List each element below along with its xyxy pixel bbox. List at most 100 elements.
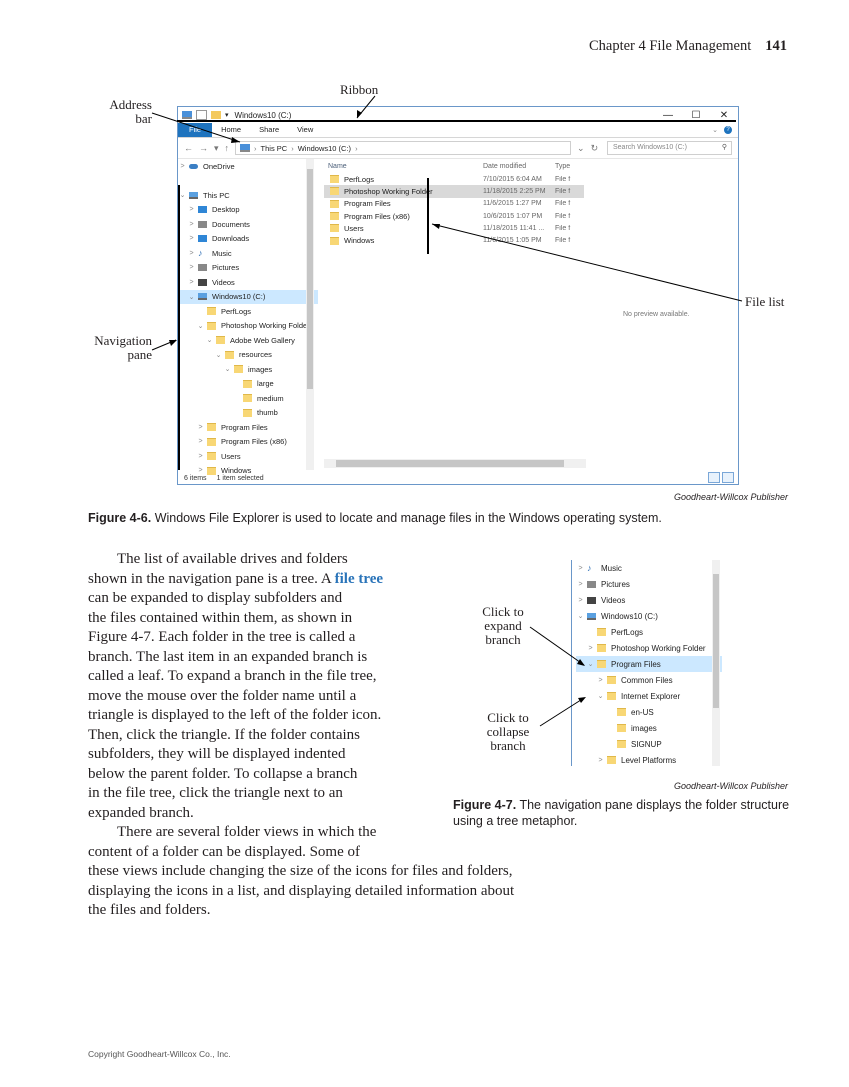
nav-item[interactable]: ⌄Adobe Web Gallery xyxy=(178,333,318,348)
navigation-scrollbar[interactable] xyxy=(306,159,314,470)
tree-item[interactable]: >Pictures xyxy=(576,576,722,592)
chevron-right-icon[interactable]: > xyxy=(578,564,583,572)
close-button[interactable]: ✕ xyxy=(719,109,729,121)
refresh-icon[interactable]: ↻ xyxy=(590,142,599,153)
tree-item[interactable]: ⌄Windows10 (C:) xyxy=(576,608,722,624)
nav-item[interactable]: ⌄images xyxy=(178,362,318,377)
ribbon-expand-icon[interactable]: ⌄ xyxy=(712,127,718,134)
chevron-right-icon[interactable]: > xyxy=(588,644,593,652)
chevron-down-icon[interactable]: ⌄ xyxy=(577,613,584,620)
scrollbar-thumb[interactable] xyxy=(307,169,313,389)
tree-item[interactable]: en-US xyxy=(576,704,722,720)
nav-item[interactable]: >OneDrive xyxy=(178,159,318,174)
tree-item[interactable]: >♪Music xyxy=(576,560,722,576)
chevron-right-icon[interactable]: > xyxy=(189,264,194,272)
back-icon[interactable]: ← xyxy=(184,143,193,153)
tab-view[interactable]: View xyxy=(297,125,314,134)
column-type[interactable]: Type xyxy=(555,162,571,170)
nav-item[interactable]: ⌄resources xyxy=(178,348,318,363)
tree-item[interactable]: >Level Platforms xyxy=(576,752,722,766)
maximize-button[interactable]: ☐ xyxy=(691,109,701,121)
chevron-right-icon[interactable]: > xyxy=(598,756,603,764)
recent-locations-icon[interactable]: ▾ xyxy=(214,142,219,153)
address-dropdown-icon[interactable]: ⌄ xyxy=(577,142,585,153)
nav-item[interactable]: >Users xyxy=(178,449,318,464)
tab-file[interactable]: File xyxy=(178,123,213,137)
column-date-modified[interactable]: Date modified xyxy=(483,162,527,170)
search-input[interactable]: Search Windows10 (C:) ⚲ xyxy=(607,141,732,155)
minimize-button[interactable]: — xyxy=(663,109,673,121)
nav-item[interactable]: ⌄This PC xyxy=(178,188,318,203)
tree-item[interactable]: ⌄Program Files xyxy=(576,656,722,672)
nav-item[interactable]: large xyxy=(178,377,318,392)
nav-item[interactable]: thumb xyxy=(178,406,318,421)
tab-share[interactable]: Share xyxy=(259,125,280,134)
help-icon[interactable]: ? xyxy=(724,126,732,134)
chevron-right-icon[interactable]: > xyxy=(198,423,203,431)
scrollbar-thumb[interactable] xyxy=(713,574,719,708)
up-icon[interactable]: ↑ xyxy=(224,143,230,153)
properties-icon[interactable] xyxy=(196,110,207,120)
chevron-down-icon[interactable]: ⌄ xyxy=(197,322,204,330)
nav-item[interactable]: ⌄Photoshop Working Folder xyxy=(178,319,318,334)
forward-icon[interactable]: → xyxy=(199,143,208,153)
chevron-down-icon[interactable]: ⌄ xyxy=(179,192,186,200)
tree-item[interactable]: ⌄Internet Explorer xyxy=(576,688,722,704)
breadcrumb-drive[interactable]: Windows10 (C:) xyxy=(297,143,352,153)
tree-scrollbar[interactable] xyxy=(712,560,720,766)
nav-item[interactable]: >Downloads xyxy=(178,232,318,247)
chevron-right-icon[interactable]: > xyxy=(598,676,603,684)
tree-item[interactable]: images xyxy=(576,720,722,736)
customize-toolbar-icon[interactable]: ▾ xyxy=(225,112,229,119)
chevron-right-icon[interactable]: > xyxy=(189,249,194,257)
chevron-down-icon[interactable]: ⌄ xyxy=(597,693,604,700)
chevron-right-icon[interactable]: > xyxy=(180,162,185,170)
tree-item[interactable]: >Common Files xyxy=(576,672,722,688)
scrollbar-thumb[interactable] xyxy=(336,460,564,467)
chevron-right-icon[interactable]: > xyxy=(578,580,583,588)
tab-home[interactable]: Home xyxy=(221,125,242,134)
nav-item[interactable]: >Program Files (x86) xyxy=(178,435,318,450)
chevron-down-icon[interactable]: ⌄ xyxy=(188,293,195,301)
nav-item[interactable]: >Program Files xyxy=(178,420,318,435)
chevron-right-icon[interactable]: > xyxy=(198,438,203,446)
nav-item[interactable]: >Desktop xyxy=(178,203,318,218)
nav-item[interactable]: >Documents xyxy=(178,217,318,232)
chevron-right-icon[interactable]: > xyxy=(189,235,194,243)
column-name[interactable]: Name xyxy=(328,162,347,170)
chevron-down-icon[interactable]: ⌄ xyxy=(215,351,222,359)
chevron-down-icon[interactable]: ⌄ xyxy=(224,366,231,374)
nav-item[interactable]: ⌄Windows10 (C:) xyxy=(178,289,318,304)
address-bar[interactable]: › This PC › Windows10 (C:) › xyxy=(235,141,572,155)
new-folder-icon[interactable] xyxy=(211,111,221,119)
tree-item[interactable]: SIGNUP xyxy=(576,736,722,752)
nav-item[interactable]: >Windows xyxy=(178,464,318,479)
nav-item[interactable]: >Videos xyxy=(178,275,318,290)
chevron-right-icon[interactable]: > xyxy=(198,452,203,460)
chevron-right-icon[interactable]: > xyxy=(198,467,203,475)
chevron-down-icon[interactable]: ⌄ xyxy=(587,661,594,668)
tree-item[interactable]: >Videos xyxy=(576,592,722,608)
nav-item[interactable]: >♪Music xyxy=(178,246,318,261)
nav-item[interactable]: PerfLogs xyxy=(178,304,318,319)
breadcrumb-this-pc[interactable]: This PC xyxy=(260,143,288,153)
tree-item[interactable]: PerfLogs xyxy=(576,624,722,640)
nav-item[interactable]: >Pictures xyxy=(178,261,318,276)
chevron-right-icon[interactable]: > xyxy=(189,278,194,286)
tree-item[interactable]: >Photoshop Working Folder xyxy=(576,640,722,656)
chevron-right-icon[interactable]: > xyxy=(189,220,194,228)
nav-item[interactable]: medium xyxy=(178,391,318,406)
chevron-right-icon[interactable]: > xyxy=(189,206,194,214)
chevron-down-icon[interactable]: ⌄ xyxy=(206,337,213,345)
file-list-scrollbar[interactable] xyxy=(324,459,586,468)
nav-item[interactable] xyxy=(178,174,318,189)
large-icons-view-button[interactable] xyxy=(722,472,734,483)
details-view-button[interactable] xyxy=(708,472,720,483)
chevron-right-icon[interactable]: > xyxy=(578,596,583,604)
